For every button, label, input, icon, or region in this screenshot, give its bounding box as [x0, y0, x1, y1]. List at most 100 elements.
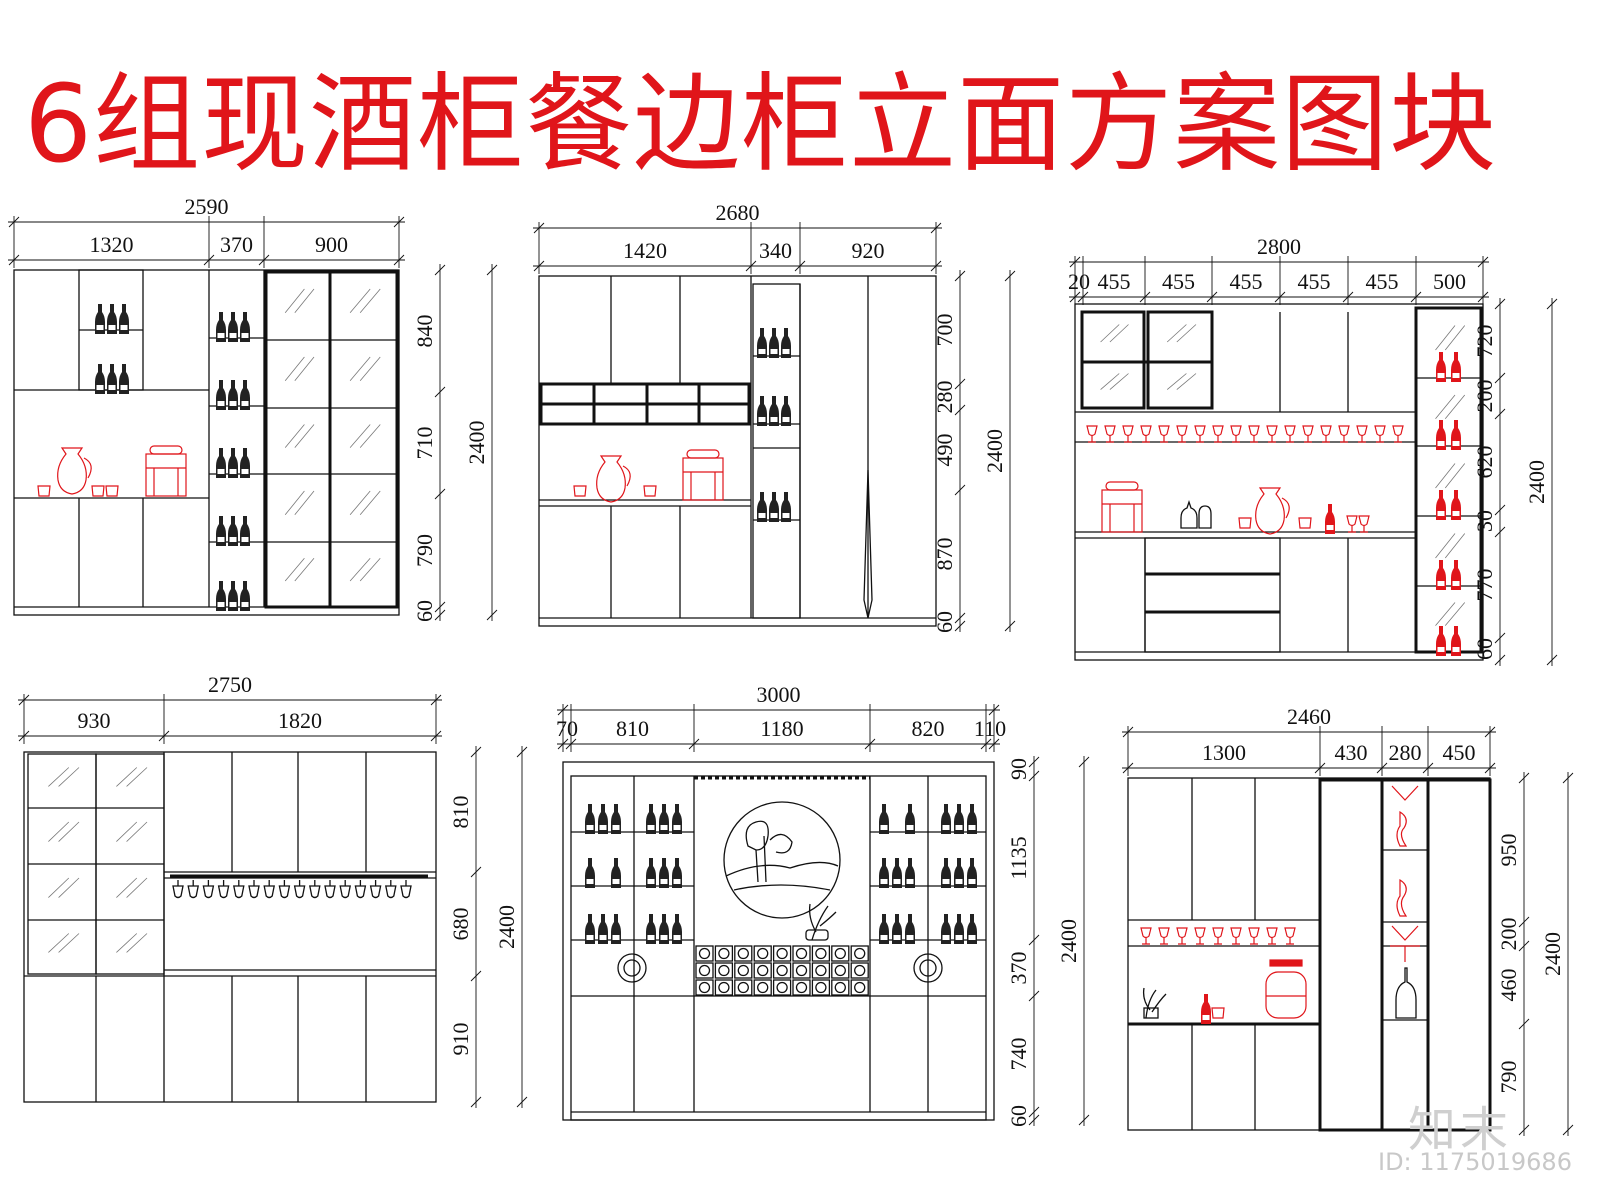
wine-bottle [879, 914, 889, 944]
wine-bottle [216, 516, 226, 546]
wine-bottle [941, 858, 951, 888]
dimension-tick [486, 609, 498, 621]
glass-reflection [58, 767, 80, 787]
wine-bottle [769, 328, 779, 358]
wine-bottle [905, 804, 915, 834]
dimension-tick [1028, 770, 1040, 782]
dimension-tick [954, 270, 966, 282]
wine-cell [772, 962, 792, 979]
glass-reflection [116, 933, 138, 953]
dimension-label: 500 [1433, 269, 1466, 294]
wine-cell [695, 979, 714, 996]
glass-reflection [48, 767, 70, 787]
glass-reflection [349, 424, 371, 448]
wine-bottle [659, 804, 669, 834]
wine-cell [772, 945, 792, 962]
dimension-label: 60 [412, 600, 437, 622]
wine-bottle [228, 312, 238, 342]
glass-reflection [1435, 533, 1456, 559]
glass-reflection [1100, 324, 1120, 343]
bottle-end [698, 947, 711, 960]
dimension-tick [1028, 1106, 1040, 1118]
tea-cup [105, 485, 119, 497]
glass-reflection [116, 877, 138, 898]
glass-reflection [58, 933, 80, 953]
dimension-tick [1494, 504, 1506, 516]
dimension-tick [1494, 526, 1506, 538]
glass-reflection [116, 821, 138, 842]
dimension-label: 930 [78, 708, 111, 733]
wine-bottle [941, 914, 951, 944]
dimension-tick [470, 866, 482, 878]
glass-reflection [294, 490, 315, 516]
dimension-label: 110 [974, 716, 1006, 741]
hanging-glass [339, 879, 351, 899]
hanging-glass [309, 879, 321, 899]
dimension-label: 90 [1006, 758, 1031, 780]
dimension-label: 2800 [1257, 234, 1301, 259]
wine-glass [1302, 425, 1314, 443]
bottle-end [795, 981, 808, 994]
wine-glass [1338, 425, 1350, 443]
dimension-tick [486, 264, 498, 276]
dimension-label: 60 [932, 611, 957, 633]
dimension-label: 455 [1366, 269, 1399, 294]
glass-reflection [48, 821, 70, 842]
red-wine-bottle [1436, 420, 1446, 450]
bottle-end [815, 947, 827, 960]
dimension-tick [954, 620, 966, 632]
bottle-end [718, 947, 730, 960]
wine-bottle [879, 804, 889, 834]
drawing-title: 6组现酒柜餐边柜立面方案图块 [24, 63, 1498, 187]
wine-bottle [646, 914, 656, 944]
dimension-label: 810 [616, 716, 649, 741]
dimension-tick [516, 1096, 528, 1108]
wine-bottle [757, 492, 767, 522]
wine-bottle [240, 516, 250, 546]
wine-bottle [659, 858, 669, 888]
wine-cell [734, 979, 753, 996]
watermark-logo: 知末 [1408, 1102, 1513, 1158]
red-wine-bottle [1451, 626, 1461, 656]
wine-cell [792, 945, 811, 962]
dimension-tick [470, 970, 482, 982]
wine-bottle [646, 804, 656, 834]
bottle-end [737, 964, 749, 977]
wine-bottle [905, 914, 915, 944]
dimension-label: 1135 [1006, 836, 1031, 879]
dimension-label: 70 [556, 716, 578, 741]
dimension-label: 720 [1472, 325, 1497, 358]
glass-reflection [359, 356, 381, 382]
wine-glass [1248, 927, 1260, 945]
dimension-label: 910 [448, 1023, 473, 1056]
dimension-label: 1320 [90, 232, 134, 257]
wine-bottle [119, 364, 129, 394]
hanging-glass [278, 879, 291, 899]
red-wine-bottle [1451, 560, 1461, 590]
cabinet-2-elevation [538, 275, 937, 627]
wine-bottle [95, 364, 105, 394]
wine-bottle [119, 304, 129, 334]
hanging-glass [369, 879, 382, 899]
glass-reflection [359, 288, 381, 314]
wine-cell [753, 962, 772, 979]
glass-reflection [116, 767, 138, 787]
glass-reflection [1435, 463, 1456, 489]
hanging-glass [293, 879, 306, 899]
glass-reflection [126, 821, 148, 842]
dimension-tick [1518, 772, 1530, 784]
hanging-glass [324, 879, 336, 899]
dimension-label: 2400 [982, 429, 1007, 473]
wine-cell [695, 962, 714, 979]
wine-bottle [781, 492, 791, 522]
dimension-label: 820 [912, 716, 945, 741]
wine-bottle [954, 804, 964, 834]
glass-reflection [284, 490, 305, 516]
wine-cell [792, 962, 811, 979]
dimension-label: 810 [448, 796, 473, 829]
wine-cell [714, 979, 734, 996]
wine-bottle [967, 804, 977, 834]
bottle-end [757, 947, 769, 960]
wine-bottle [216, 448, 226, 478]
wine-glass [1320, 425, 1332, 443]
